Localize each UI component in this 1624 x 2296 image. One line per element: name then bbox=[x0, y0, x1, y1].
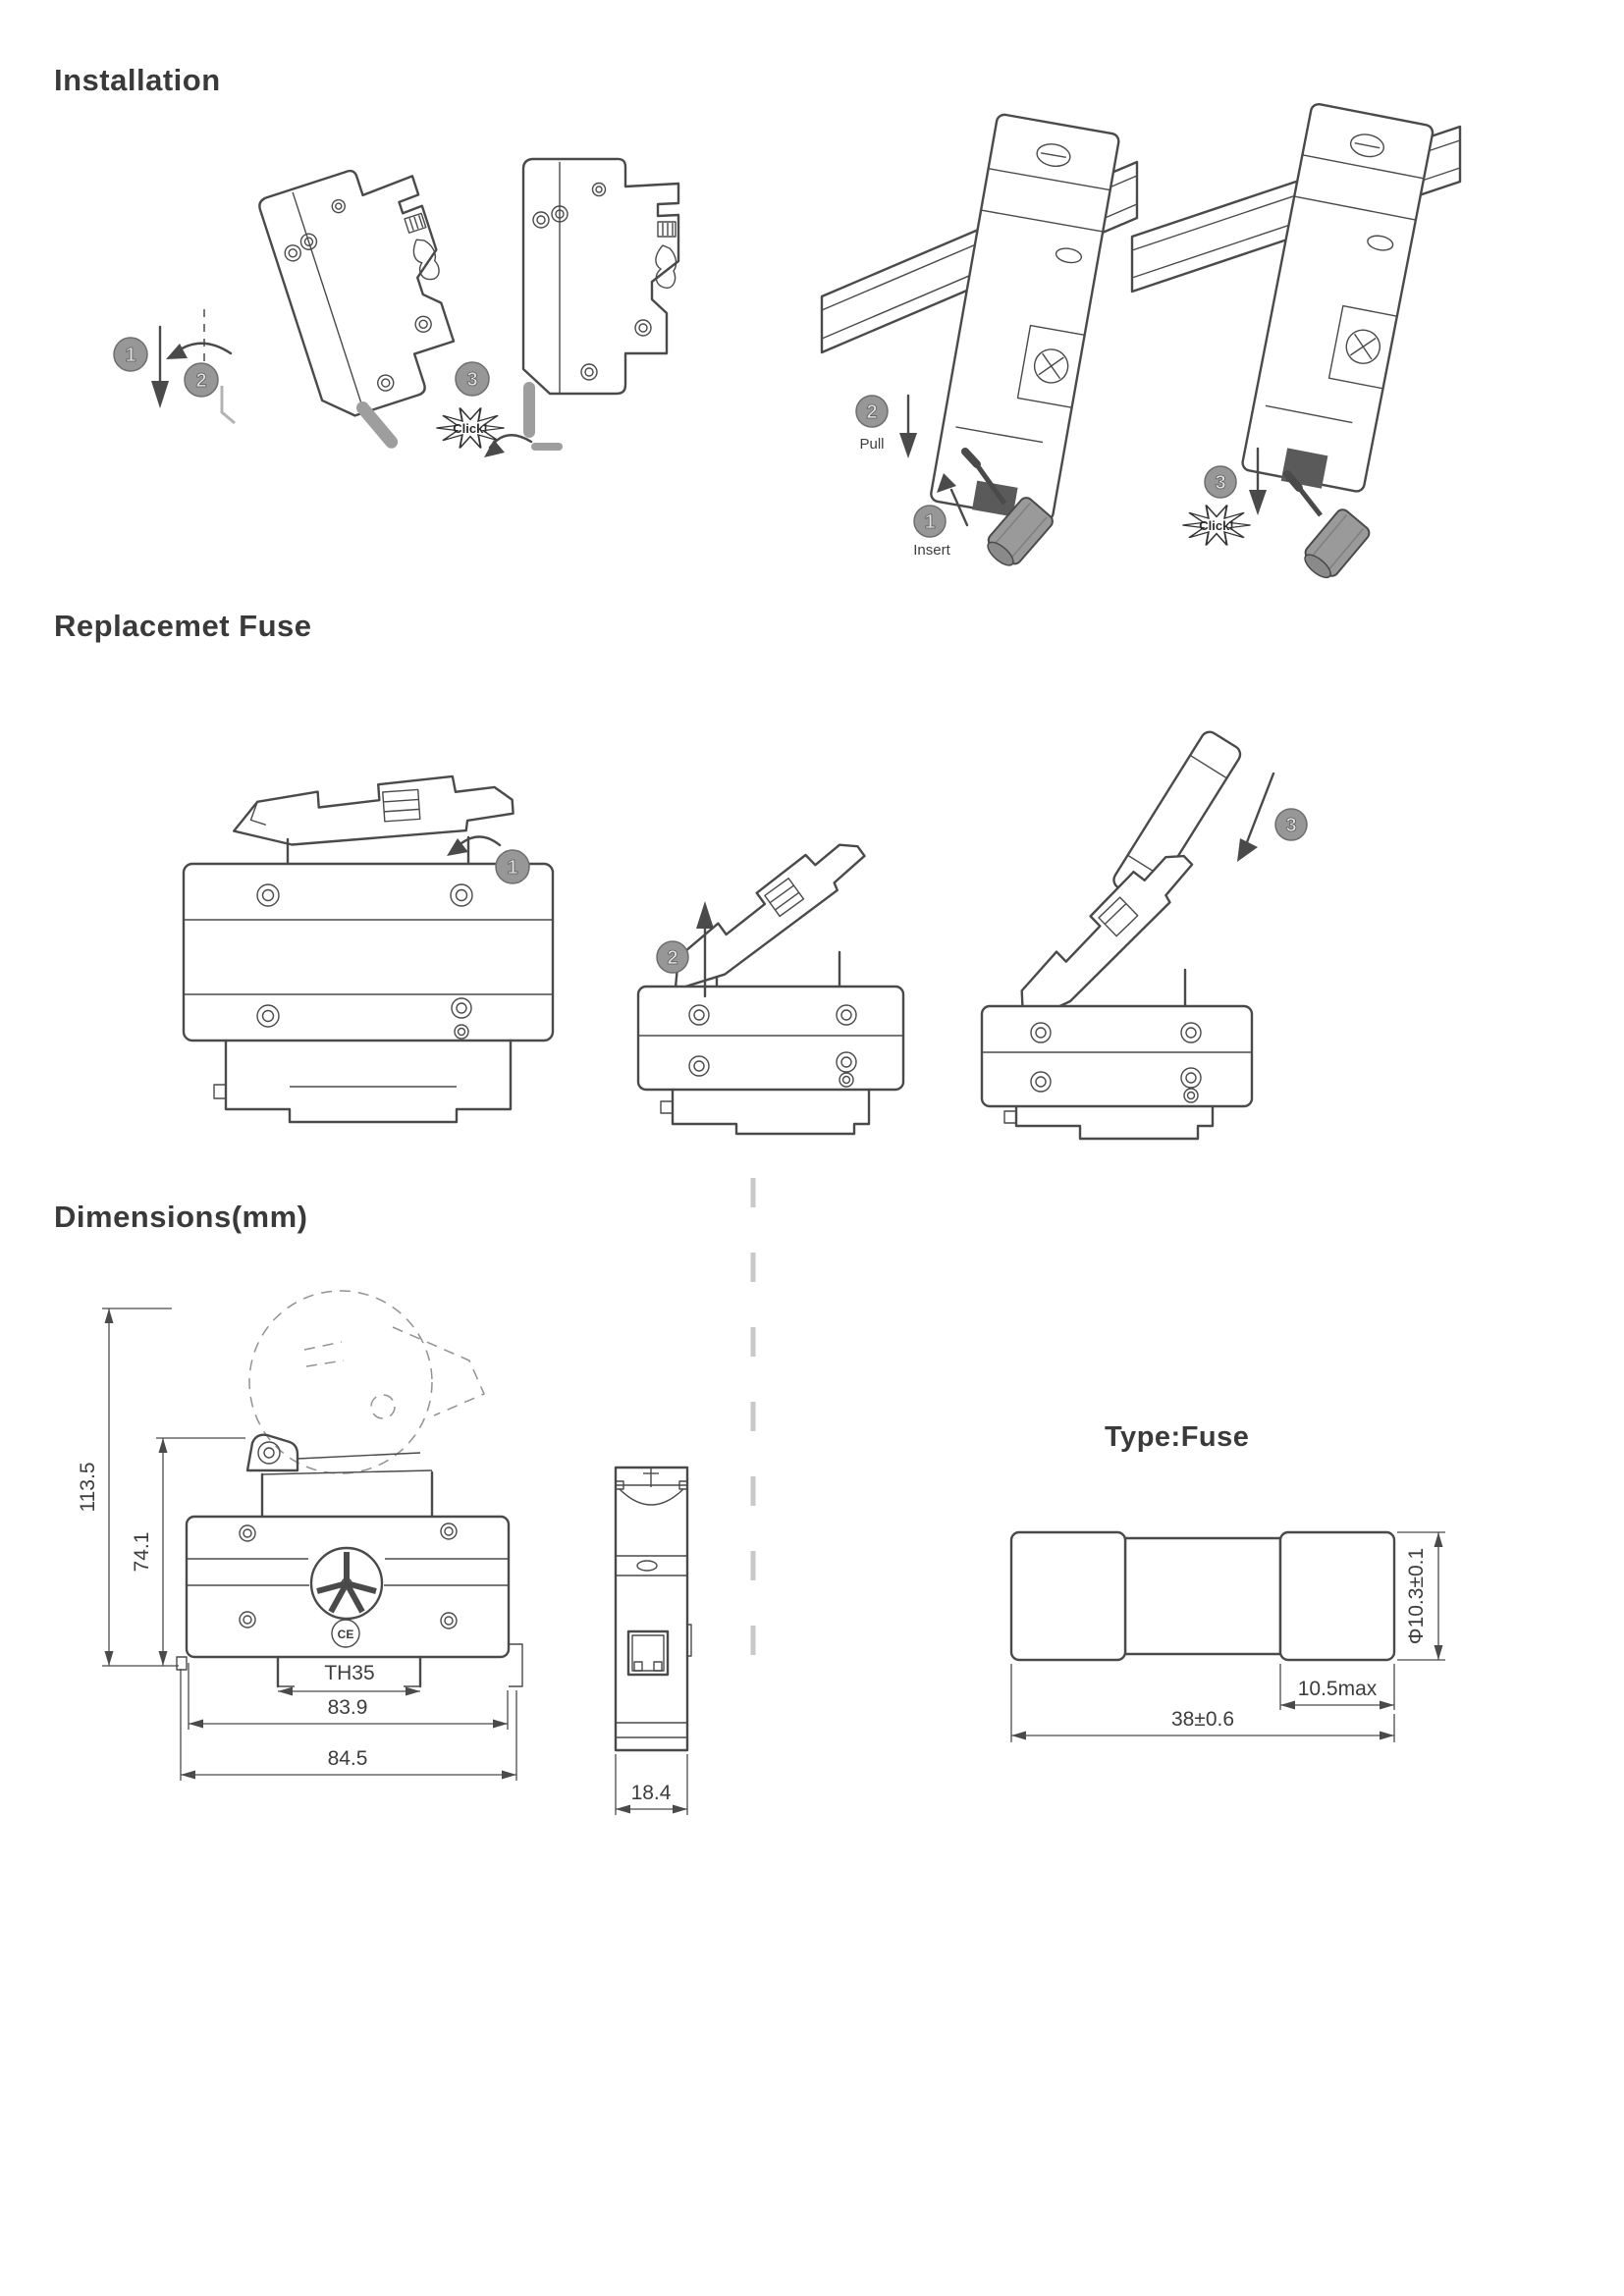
fuse-cap-right bbox=[1278, 1530, 1396, 1662]
dim-side-width: 18.4 bbox=[615, 1754, 688, 1815]
svg-text:1: 1 bbox=[924, 511, 935, 533]
figure-rail-snap: 3 Click! bbox=[1130, 102, 1462, 579]
step-badge-2: 2 bbox=[656, 940, 689, 974]
step-badge-1: 1 bbox=[913, 505, 947, 538]
fuse-type-title: Type:Fuse bbox=[1105, 1421, 1250, 1453]
clip-ghost-hook bbox=[220, 386, 236, 425]
section-title-dimensions: Dimensions(mm) bbox=[54, 1200, 308, 1234]
svg-text:Click!: Click! bbox=[453, 421, 487, 436]
svg-text:3: 3 bbox=[1285, 815, 1296, 836]
carrier-swing-ghost bbox=[248, 1290, 433, 1474]
dim-rail-th35: TH35 bbox=[278, 1662, 420, 1696]
step-badge-3: 3 bbox=[455, 361, 490, 397]
arrow-remove bbox=[1237, 772, 1275, 862]
holder-body-front bbox=[636, 985, 905, 1092]
step-badge-2: 2 bbox=[184, 362, 219, 398]
figure-dim-side: 18.4 bbox=[614, 1466, 692, 1815]
svg-text:CE: CE bbox=[338, 1628, 354, 1641]
screwdriver bbox=[961, 448, 1054, 566]
arrow-down bbox=[151, 325, 169, 408]
dim-fuse-length: 38±0.6 bbox=[1010, 1664, 1395, 1742]
screwdriver bbox=[1283, 470, 1371, 579]
svg-text:113.5: 113.5 bbox=[77, 1463, 99, 1513]
svg-text:TH35: TH35 bbox=[324, 1662, 374, 1684]
pull-label: Pull bbox=[859, 436, 884, 453]
step-badge-1: 1 bbox=[495, 849, 530, 884]
din-clip-released bbox=[972, 480, 1018, 517]
arrow-down bbox=[899, 394, 917, 458]
arrow-insert bbox=[937, 473, 969, 527]
fuse-carrier-closed bbox=[232, 774, 514, 846]
svg-text:3: 3 bbox=[466, 369, 477, 391]
dim-fuse-diameter: Φ10.3±0.1 bbox=[1397, 1531, 1445, 1661]
figure-install-tilt-on: 1 2 bbox=[113, 169, 456, 449]
figure-replace-open: 1 bbox=[182, 774, 555, 1124]
svg-text:2: 2 bbox=[667, 947, 677, 969]
figure-dim-front: CE 113.5 74.1 TH35 bbox=[77, 1290, 523, 1781]
fuse-holder-on-rail bbox=[930, 113, 1120, 522]
svg-text:2: 2 bbox=[195, 370, 206, 392]
dashed-separator bbox=[750, 1178, 756, 1688]
fuse-carrier-lifted bbox=[674, 843, 866, 991]
holder-body-front bbox=[182, 862, 555, 1042]
arrow-down bbox=[1249, 447, 1267, 515]
rail-foot bbox=[224, 1039, 513, 1124]
dim-total-height: 113.5 bbox=[77, 1308, 179, 1667]
step-badge-1: 1 bbox=[113, 337, 148, 372]
section-title-replacement-fuse: Replacemet Fuse bbox=[54, 609, 312, 643]
fuse-body bbox=[1123, 1536, 1282, 1656]
arrow-up bbox=[696, 901, 714, 998]
figure-replace-remove: 3 bbox=[980, 730, 1308, 1141]
svg-text:3: 3 bbox=[1215, 472, 1225, 494]
section-title-installation: Installation bbox=[54, 63, 221, 97]
dim-body-height: 74.1 bbox=[131, 1437, 245, 1666]
fuse-cap-left bbox=[1009, 1530, 1127, 1662]
step-badge-3: 3 bbox=[1274, 808, 1308, 841]
arrow-rotate bbox=[484, 434, 533, 457]
svg-text:83.9: 83.9 bbox=[328, 1696, 368, 1719]
svg-text:10.5max: 10.5max bbox=[1298, 1678, 1378, 1700]
holder-body-front bbox=[980, 1004, 1254, 1108]
rail-foot bbox=[671, 1088, 871, 1136]
svg-text:84.5: 84.5 bbox=[328, 1747, 368, 1770]
fuse-holder-on-rail bbox=[1241, 102, 1435, 493]
figure-dim-fuse: Φ10.3±0.1 10.5max 38±0.6 bbox=[1009, 1530, 1445, 1742]
step-badge-2: 2 bbox=[855, 395, 889, 428]
arrow-rotate bbox=[447, 835, 502, 856]
insert-label: Insert bbox=[913, 542, 950, 559]
figure-replace-lift: 2 bbox=[636, 843, 905, 1136]
dim-body-width: 83.9 bbox=[188, 1663, 509, 1730]
click-starburst: Click! bbox=[436, 407, 505, 449]
figure-rail-remove: 2 Pull 1 Insert bbox=[820, 113, 1139, 566]
fuse-carrier-open bbox=[1020, 854, 1194, 1025]
svg-text:Click!: Click! bbox=[1199, 518, 1233, 533]
svg-text:74.1: 74.1 bbox=[131, 1532, 153, 1573]
fuse-holder-side-tilted bbox=[258, 169, 456, 449]
din-clip-gray bbox=[355, 401, 399, 449]
fuse-knob bbox=[309, 1546, 384, 1621]
fuse-holder-side-upright bbox=[521, 157, 680, 396]
svg-text:18.4: 18.4 bbox=[631, 1782, 672, 1804]
click-starburst: Click! bbox=[1182, 505, 1251, 546]
dim-total-width: 84.5 bbox=[180, 1669, 517, 1781]
svg-text:38±0.6: 38±0.6 bbox=[1171, 1708, 1234, 1731]
rail-foot bbox=[1014, 1104, 1215, 1141]
svg-text:1: 1 bbox=[507, 857, 517, 879]
svg-text:2: 2 bbox=[866, 401, 877, 423]
figure-install-snap: 3 Click! bbox=[436, 157, 680, 457]
svg-text:1: 1 bbox=[125, 345, 135, 366]
dim-fuse-cap: 10.5max bbox=[1279, 1664, 1395, 1710]
step-badge-3: 3 bbox=[1204, 465, 1237, 499]
ce-mark: CE bbox=[331, 1619, 360, 1648]
holder-body-side bbox=[614, 1466, 689, 1752]
arrow-rotate bbox=[166, 342, 233, 359]
svg-text:Φ10.3±0.1: Φ10.3±0.1 bbox=[1405, 1548, 1428, 1644]
